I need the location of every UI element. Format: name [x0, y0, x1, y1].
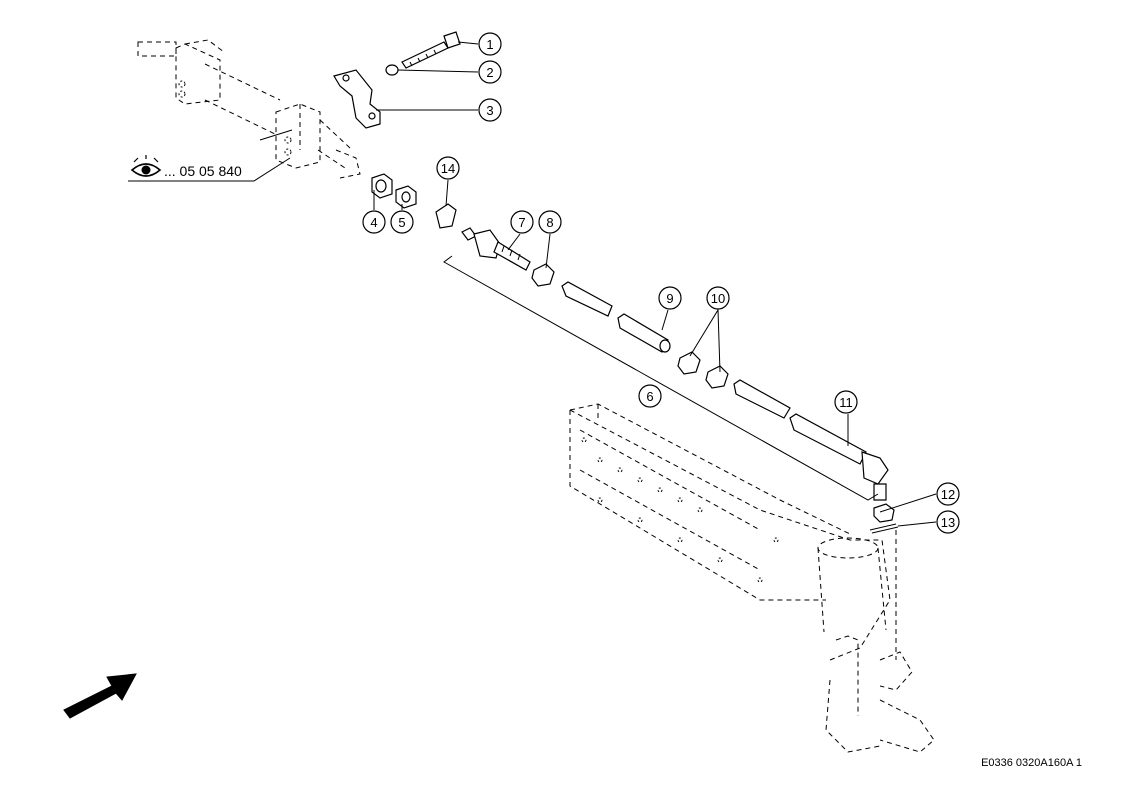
callout-1: 1 [478, 32, 502, 56]
part-1-bolt [401, 31, 461, 69]
callout-9: 9 [658, 286, 682, 310]
callout-label: 6 [646, 389, 653, 404]
plate-hole [368, 112, 376, 120]
callout-label: 11 [839, 395, 853, 410]
callout-4: 4 [362, 210, 386, 234]
callout-label: 8 [546, 215, 553, 230]
mounting-bracket-outline [137, 39, 361, 179]
part-10-clamp-b [705, 365, 729, 389]
callout-2: 2 [478, 60, 502, 84]
part-9-tube [561, 281, 671, 353]
callout-label: 1 [486, 37, 493, 52]
callout-6: 6 [638, 384, 662, 408]
part-8-clamp [531, 263, 555, 287]
reference-note: ... 05 05 840 [128, 155, 291, 182]
callout-label: 12 [941, 487, 955, 502]
callout-3: 3 [478, 98, 502, 122]
callout-leaders [373, 41, 937, 527]
callout-13: 13 [936, 510, 960, 534]
part-5-nut [395, 185, 417, 209]
part-11-tie-rod-end [733, 379, 889, 501]
callout-12: 12 [936, 482, 960, 506]
drawing-code: E0336 0320A160A 1 [981, 757, 1082, 769]
part-4-nut [371, 173, 393, 199]
callout-label: 10 [711, 291, 725, 306]
part-3-plate [333, 69, 381, 129]
plate-hole [342, 74, 350, 82]
part-10-clamp-a [677, 351, 701, 375]
callout-label: 7 [518, 215, 525, 230]
axle-beam-outline [569, 403, 935, 753]
callout-5: 5 [390, 210, 414, 234]
callout-label: 2 [486, 65, 493, 80]
callout-label: 9 [666, 291, 673, 306]
arrow-icon [63, 673, 137, 719]
callout-10: 10 [706, 286, 730, 310]
part-12-castle-nut [873, 503, 895, 523]
reference-text: ... 05 05 840 [164, 163, 242, 179]
part-14-lockwasher [435, 203, 457, 229]
part-7-ball-joint [461, 227, 531, 271]
part-13-cotter-pin [869, 523, 899, 534]
callout-label: 4 [370, 215, 377, 230]
callout-label: 13 [941, 515, 955, 530]
part-6-bracket [443, 255, 879, 501]
callout-label: 5 [398, 215, 405, 230]
part-2-washer [385, 64, 399, 76]
eye-icon [130, 155, 162, 177]
callout-11: 11 [834, 390, 858, 414]
callout-8: 8 [538, 210, 562, 234]
callout-label: 3 [486, 103, 493, 118]
callout-14: 14 [436, 156, 460, 180]
callout-label: 14 [441, 161, 455, 176]
callout-7: 7 [510, 210, 534, 234]
